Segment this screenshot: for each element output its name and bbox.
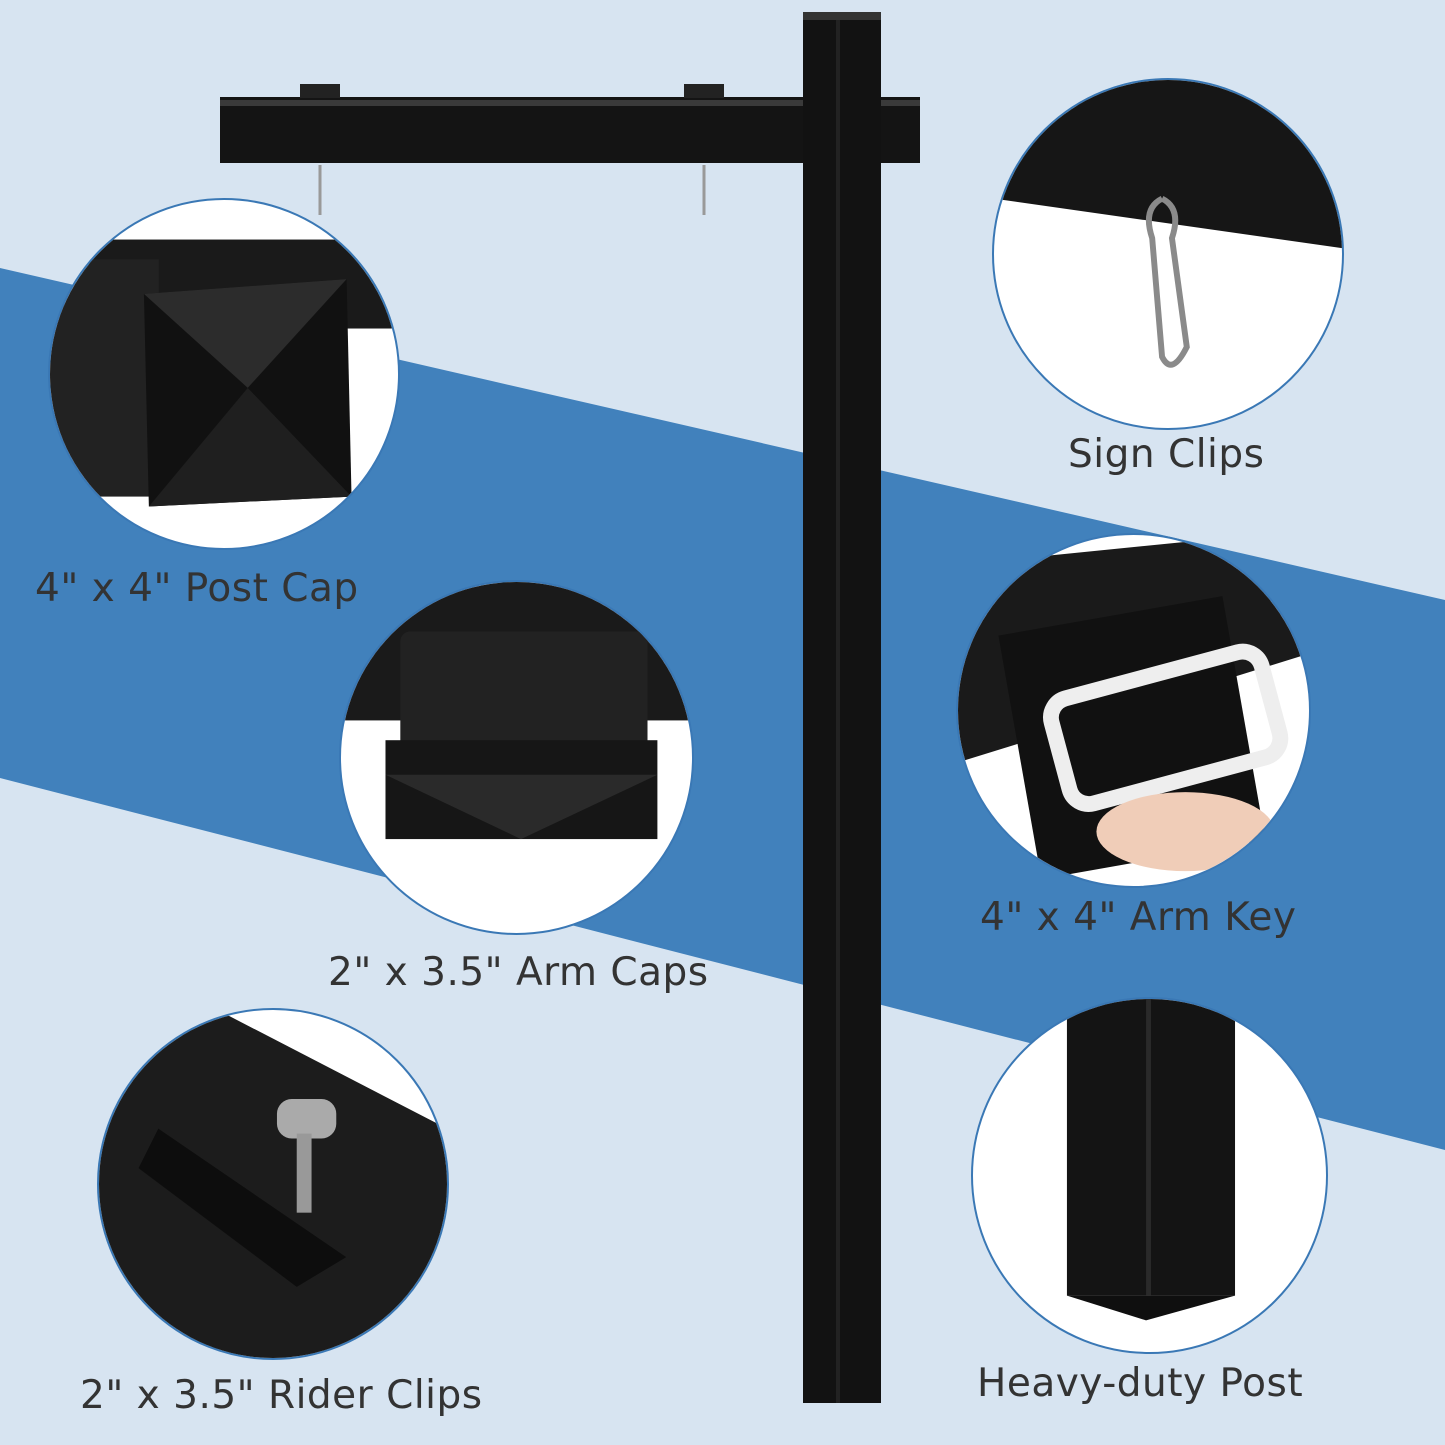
rider-clip-image bbox=[97, 1008, 449, 1360]
sign-clips-label: Sign Clips bbox=[1068, 432, 1265, 477]
sign-post-product bbox=[220, 12, 920, 1403]
diagonal-band bbox=[0, 268, 1445, 1150]
post-image bbox=[971, 997, 1328, 1354]
sign-clip-image bbox=[992, 78, 1344, 430]
arm-key-image bbox=[956, 533, 1311, 888]
post-cap-image bbox=[48, 198, 400, 550]
arm-cap-image bbox=[339, 580, 694, 935]
arm-caps-label: 2" x 3.5" Arm Caps bbox=[328, 950, 709, 995]
post-cap-label: 4" x 4" Post Cap bbox=[35, 566, 359, 611]
rider-clips-label: 2" x 3.5" Rider Clips bbox=[80, 1373, 483, 1418]
arm-key-label: 4" x 4" Arm Key bbox=[980, 895, 1297, 940]
heavy-duty-post-label: Heavy-duty Post bbox=[977, 1361, 1304, 1406]
